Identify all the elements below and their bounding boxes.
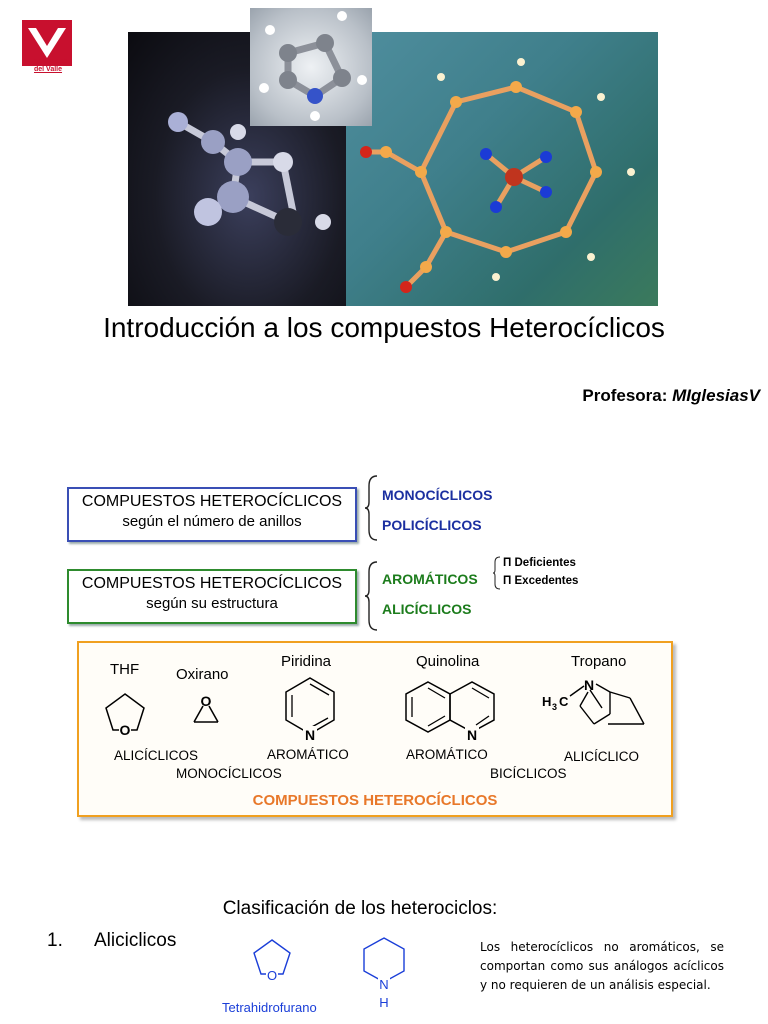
university-logo bbox=[22, 20, 72, 66]
thf-atom-o: O bbox=[120, 722, 131, 738]
thf-structure-icon: O bbox=[105, 693, 145, 738]
rings-box-line2: según el número de anillos bbox=[122, 513, 302, 530]
rings-option-poly: POLICÍCLICOS bbox=[382, 517, 482, 533]
tropane-methyl-c: C bbox=[559, 694, 569, 709]
hero-image-left bbox=[128, 32, 348, 306]
thf-bottom-atom-o: O bbox=[267, 968, 277, 983]
item-number: 1. bbox=[47, 930, 63, 951]
tropane-methyl-h: H bbox=[542, 694, 551, 709]
piperidine-structure-icon: N H bbox=[363, 937, 405, 1010]
alicyclic-description: Los heterocíclicos no aromáticos, se com… bbox=[480, 940, 724, 992]
molecule-label-quinolina: Quinolina bbox=[416, 653, 480, 670]
rings-classification-box: COMPUESTOS HETEROCÍCLICOS según el númer… bbox=[67, 487, 357, 542]
structure-box-line1: COMPUESTOS HETEROCÍCLICOS bbox=[81, 575, 343, 592]
professor-line: Profesora: MIglesiasV bbox=[400, 386, 760, 406]
type-label-aromatic-1: AROMÁTICO bbox=[267, 747, 349, 762]
rings-box-line1: COMPUESTOS HETEROCÍCLICOS bbox=[81, 493, 343, 510]
hero-image-right bbox=[346, 32, 658, 306]
professor-label: Profesora: bbox=[582, 386, 668, 405]
molecule-label-tropano: Tropano bbox=[571, 653, 627, 670]
hero-image-inset bbox=[250, 8, 372, 126]
aromatic-sub-deficient: Π Deficientes bbox=[503, 557, 576, 569]
pyridine-atom-n: N bbox=[305, 727, 315, 743]
tetrahydrofuran-label: Tetrahidrofurano bbox=[222, 1000, 317, 1015]
item-label: Aliciclicos bbox=[94, 930, 177, 951]
tropane-atom-n: N bbox=[584, 677, 594, 693]
classification-title: Clasificación de los heterociclos: bbox=[222, 898, 498, 919]
page-title: Introducción a los compuestos Heterocícl… bbox=[103, 312, 665, 343]
porphyrin-3d-icon bbox=[360, 58, 635, 293]
professor-name: MIglesiasV bbox=[672, 386, 760, 405]
type-label-alicyclic: ALICÍCLICO bbox=[564, 749, 640, 764]
rings-option-mono: MONOCÍCLICOS bbox=[382, 487, 493, 503]
logo-line2: del Valle bbox=[33, 66, 63, 73]
rings-brace-icon bbox=[364, 475, 378, 541]
ring-label-mono: MONOCÍCLICOS bbox=[176, 766, 282, 781]
tropane-methyl-sub: 3 bbox=[552, 702, 557, 712]
tetrahydrofuran-structure-icon: O bbox=[253, 939, 291, 983]
molecule-3d-icon bbox=[168, 112, 331, 236]
structure-brace-icon bbox=[364, 561, 378, 631]
pyrrole-3d-icon bbox=[259, 11, 367, 121]
structure-box-line2: según su estructura bbox=[146, 595, 278, 612]
type-label-alicyclics: ALICÍCLICOS bbox=[114, 748, 199, 763]
logo-line1: Universidad bbox=[27, 58, 69, 65]
structure-classification-box: COMPUESTOS HETEROCÍCLICOS según su estru… bbox=[67, 569, 357, 624]
examples-panel bbox=[77, 641, 673, 817]
piperidine-atom-n: N bbox=[379, 977, 388, 992]
aromatic-sub-brace-icon bbox=[493, 556, 501, 590]
piperidine-atom-h: H bbox=[379, 995, 388, 1010]
quinoline-structure-icon: N bbox=[405, 681, 495, 743]
aromatic-sub-excess: Π Excedentes bbox=[503, 575, 579, 587]
structure-option-alicyclic: ALICÍCLICOS bbox=[382, 601, 472, 617]
quinoline-atom-n: N bbox=[467, 727, 477, 743]
logo-text: Universidad del Valle bbox=[18, 58, 78, 74]
molecule-label-piridina: Piridina bbox=[281, 653, 332, 670]
molecule-label-thf: THF bbox=[110, 661, 140, 678]
pyridine-structure-icon: N bbox=[285, 677, 335, 743]
oxirane-atom-o: O bbox=[201, 693, 212, 709]
oxirane-structure-icon: O bbox=[193, 693, 219, 723]
molecule-label-oxirano: Oxirano bbox=[176, 666, 229, 683]
structure-option-aromatic: AROMÁTICOS bbox=[382, 571, 478, 587]
panel-title: COMPUESTOS HETEROCÍCLICOS bbox=[252, 792, 498, 809]
ring-label-bi: BICÍCLICOS bbox=[490, 766, 567, 781]
type-label-aromatic-2: AROMÁTICO bbox=[406, 747, 488, 762]
tropane-structure-icon: H 3 C N bbox=[542, 677, 645, 725]
